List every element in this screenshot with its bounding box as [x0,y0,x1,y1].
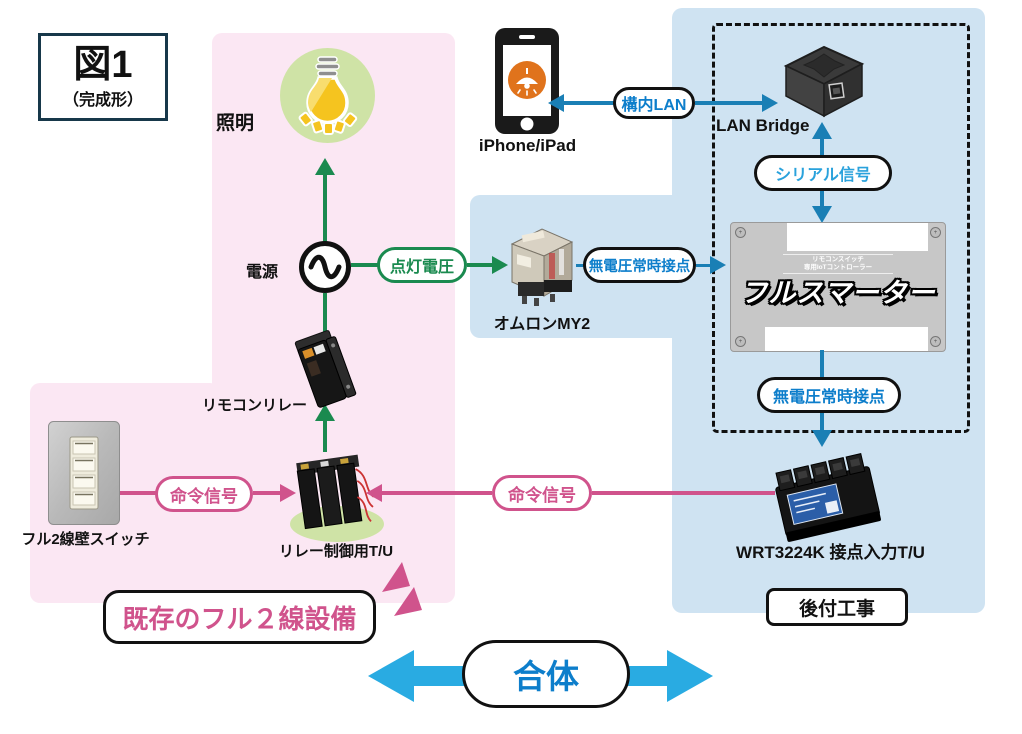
line-command-pill-to-tu-right [382,491,492,495]
arrow-up-to-lan-bridge [812,122,832,139]
line-contact-pill-to-controller [696,263,710,267]
figure-title: 図1 [73,44,133,86]
command-signal-pill-left: 命令信号 [155,476,253,512]
relay-tu-icon [293,450,379,540]
lan-bridge-icon [778,38,870,122]
arrow-left-to-iphone [548,94,564,112]
arrow-right-to-fullsmarter [710,256,726,274]
pink-triangles-icon [378,556,430,616]
arrow-down-to-wrt [812,430,832,447]
dry-contact-pill-top: 無電圧常時接点 [583,247,696,283]
light-bulb-icon [280,48,375,143]
retrofit-label-box: 後付工事 [766,588,908,626]
fullsmarter-subtext: リモコンスイッチ 専用IoTコントローラー [731,253,945,275]
line-wrt-to-command-pill [592,491,775,495]
figure-title-box: 図1 （完成形） [38,33,168,121]
controller-dashed-box [712,23,970,433]
iphone-icon [495,28,559,134]
screw-icon: + [735,227,746,238]
fullsmarter-logo: フルスマーター [740,278,936,308]
power-label: 電源 [246,264,279,281]
fullsmarter-bottom-slot [765,327,928,351]
omron-my2-relay-icon [504,220,578,308]
arrow-left-to-relay-tu [366,484,382,502]
line-voltage-pill-to-omron [467,263,493,267]
combine-label-box: 合体 [462,640,630,708]
line-iphone-to-lan-pill [562,101,614,105]
iphone-label: iPhone/iPad [478,136,577,155]
line-ac-to-voltage-pill [351,263,379,267]
relay-tu-label: リレー制御用T/U [278,543,394,560]
line-ac-to-remote-relay [323,293,327,337]
arrow-up-to-remote-relay [315,404,335,421]
command-signal-pill-right: 命令信号 [492,475,592,511]
line-lan-pill-to-bridge [695,101,763,105]
lighting-label: 照明 [216,113,255,134]
ac-power-icon [299,241,351,293]
arrow-right-to-lan-bridge [762,94,778,112]
figure-subtitle: （完成形） [62,92,143,109]
remote-relay-label: リモコンリレー [202,397,308,414]
fullsmarter-controller: + + + + リモコンスイッチ 専用IoTコントローラー フルスマーター [730,222,946,352]
line-switch-to-command-pill [120,491,156,495]
fullsmarter-top-slot [787,223,928,251]
arrow-up-to-lighting [315,158,335,175]
lan-bridge-label: LAN Bridge [716,116,810,135]
screw-icon: + [735,336,746,347]
arrow-down-to-fullsmarter [812,206,832,223]
arrow-right-to-omron [492,256,508,274]
serial-signal-pill: シリアル信号 [754,155,892,191]
screw-icon: + [930,227,941,238]
line-tu-to-remote-relay [323,420,327,452]
premises-lan-pill: 構内LAN [613,87,695,119]
wall-switch-icon [48,421,120,525]
omron-label: オムロンMY2 [493,316,591,333]
wrt-label: WRT3224K 接点入力T/U [736,543,925,562]
line-ac-to-lighting [323,172,327,242]
remote-relay-icon [284,328,364,412]
existing-label-box: 既存のフル２線設備 [103,590,376,644]
line-command-pill-to-tu [253,491,281,495]
lighting-voltage-pill: 点灯電圧 [377,247,467,283]
screw-icon: + [930,336,941,347]
dry-contact-pill-bottom: 無電圧常時接点 [757,377,901,413]
arrow-right-to-relay-tu [280,484,296,502]
wrt3224k-icon [768,444,888,544]
wall-switch-label: フル2線壁スイッチ [21,531,150,548]
line-omron-to-contact-pill [576,263,586,267]
